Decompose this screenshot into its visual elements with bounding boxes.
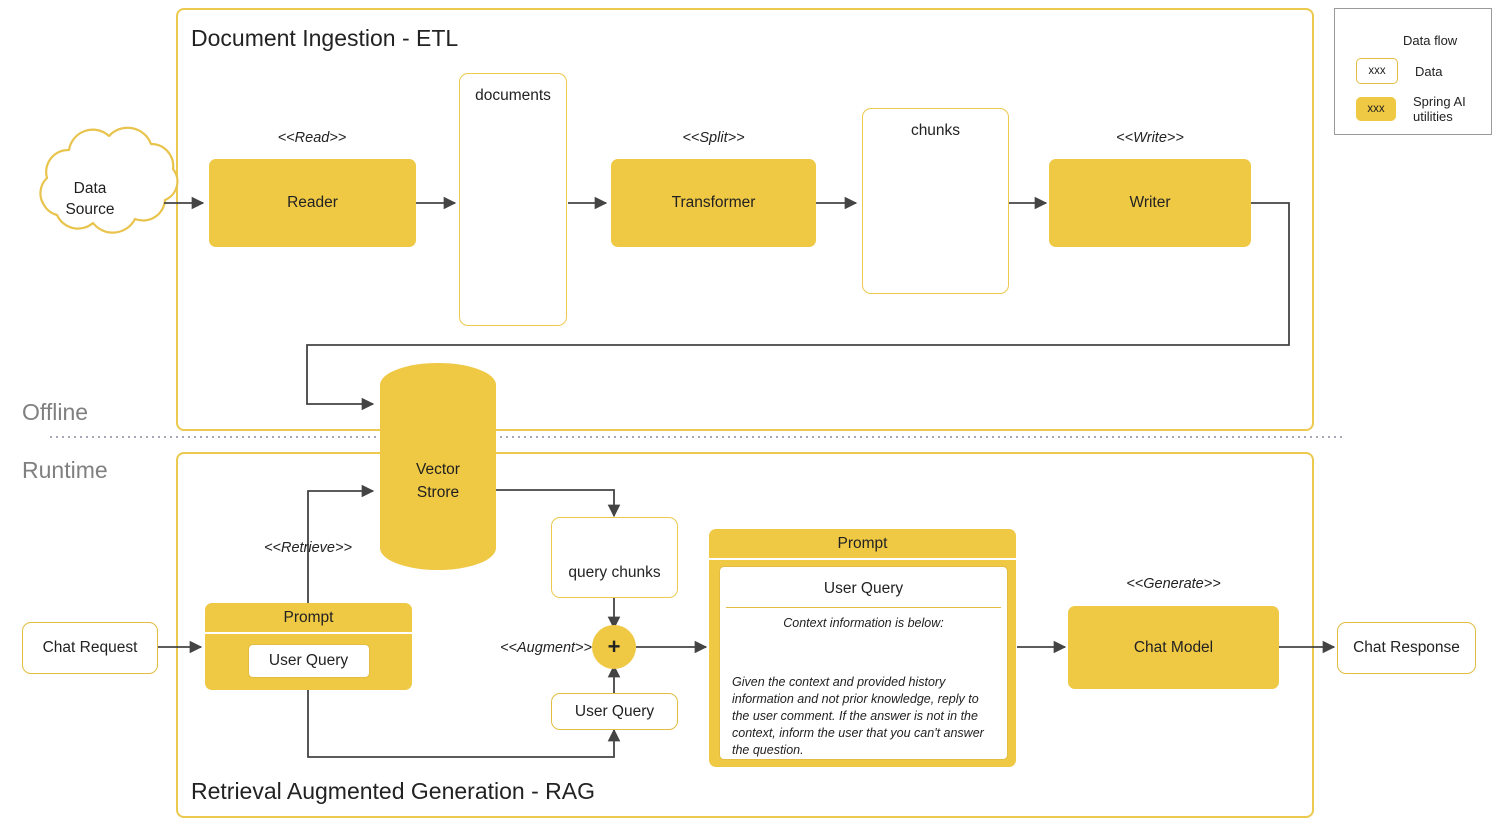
documents-caption: documents — [475, 87, 551, 104]
generate-stereotype: <<Generate>> — [1126, 576, 1221, 592]
retrieve-stereotype: <<Retrieve>> — [264, 540, 352, 556]
augment-plus-node[interactable]: + — [592, 625, 636, 669]
reader-node[interactable]: Reader — [209, 159, 416, 247]
legend-flow-label: Data flow — [1403, 32, 1458, 48]
legend-util-chip: xxx — [1356, 97, 1396, 121]
legend-row-flow: Data flow — [1335, 27, 1491, 53]
chat-model-node[interactable]: Chat Model — [1068, 606, 1279, 689]
prompt-left-divider — [205, 632, 412, 634]
user-query-node[interactable]: User Query — [551, 693, 678, 730]
legend-row-util: xxx Spring AI utilities — [1335, 93, 1491, 125]
data-source-label: Data Source — [44, 178, 136, 220]
chunks-caption: chunks — [910, 122, 961, 139]
prompt-left-user-query[interactable]: User Query — [247, 643, 370, 678]
vector-store-label: Vector Strore — [380, 458, 496, 504]
augment-stereotype: <<Augment>> — [500, 640, 592, 656]
rag-title: Retrieval Augmented Generation - RAG — [191, 778, 595, 804]
read-stereotype: <<Read>> — [277, 130, 347, 146]
prompt-node-left[interactable]: Prompt User Query — [205, 603, 412, 690]
transformer-node[interactable]: Transformer — [611, 159, 816, 247]
prompt-main-divider — [709, 558, 1016, 560]
phase-label-runtime: Runtime — [22, 457, 108, 483]
etl-title: Document Ingestion - ETL — [191, 25, 459, 51]
data-source-line2: Source — [65, 201, 115, 218]
query-chunks-group — [551, 517, 678, 598]
chunks-group — [862, 108, 1009, 294]
data-source-line1: Data — [73, 180, 107, 197]
query-chunks-caption: query chunks — [568, 564, 661, 581]
legend-util-label-line1: Spring AI — [1413, 94, 1466, 109]
prompt-main-body: User Query Context information is below:… — [719, 566, 1008, 760]
writer-node[interactable]: Writer — [1049, 159, 1251, 247]
phase-label-offline: Offline — [22, 399, 89, 425]
legend-util-label-line2: utilities — [1413, 109, 1453, 124]
legend-data-label: Data — [1415, 63, 1443, 79]
prompt-main-header: Prompt — [837, 535, 888, 552]
vector-store-line1: Vector — [416, 461, 460, 478]
chat-request-node[interactable]: Chat Request — [22, 622, 158, 674]
legend-panel: Data flow xxx Data xxx Spring AI utiliti… — [1334, 8, 1492, 135]
split-stereotype: <<Split>> — [682, 130, 745, 146]
context-instruction-text: Given the context and provided history i… — [732, 675, 984, 757]
vector-store-line2: Strore — [416, 484, 460, 501]
legend-row-data: xxx Data — [1335, 57, 1491, 85]
context-intro-text: Context information is below: — [783, 616, 944, 630]
write-stereotype: <<Write>> — [1116, 130, 1184, 146]
documents-group — [459, 73, 567, 326]
prompt-main-user-query[interactable]: User Query — [726, 571, 1001, 608]
chat-response-node[interactable]: Chat Response — [1337, 622, 1476, 674]
prompt-left-header: Prompt — [283, 609, 334, 626]
legend-util-label: Spring AI utilities — [1413, 94, 1466, 124]
legend-data-chip: xxx — [1356, 58, 1398, 84]
